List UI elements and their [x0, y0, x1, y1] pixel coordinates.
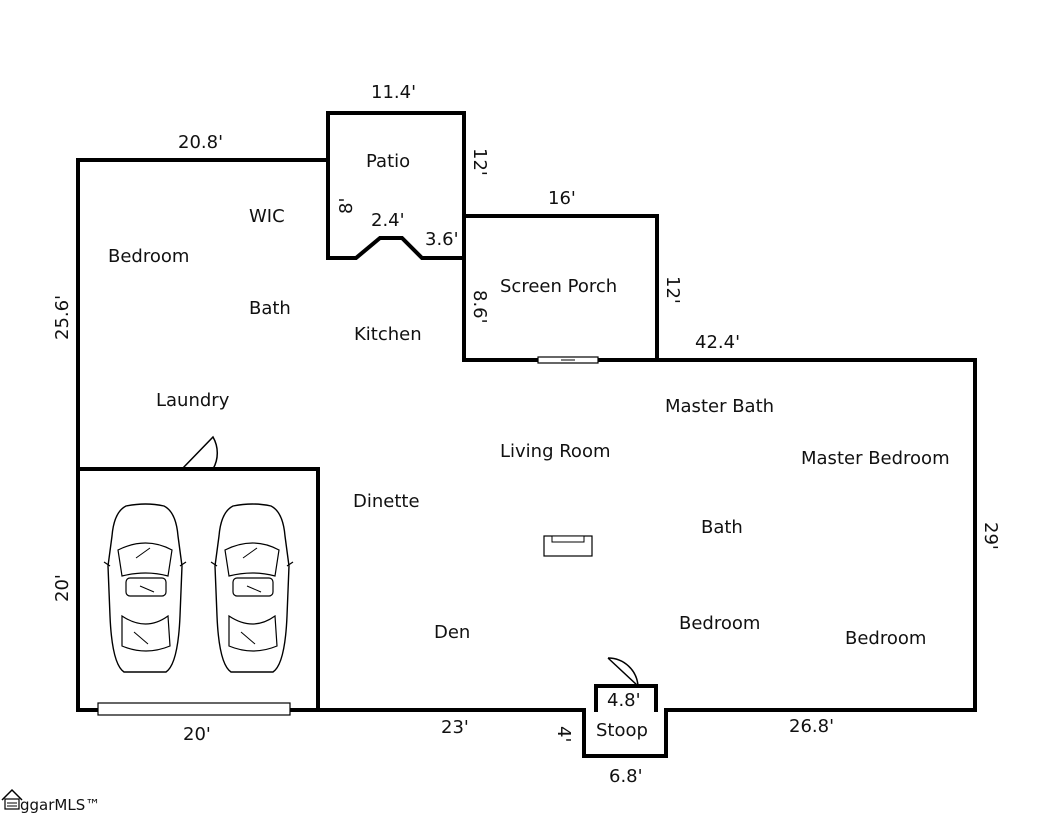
dimension-label: 29'	[980, 522, 1001, 550]
room-label-den: Den	[434, 622, 470, 643]
room-label-screen-porch: Screen Porch	[500, 276, 617, 297]
room-label-patio: Patio	[366, 151, 410, 172]
room-label-living-room: Living Room	[500, 441, 611, 462]
car-icon	[103, 503, 187, 673]
dimension-label: 23'	[441, 717, 469, 738]
laundry-door-swing	[181, 435, 219, 470]
room-label-bedroom: Bedroom	[108, 246, 189, 267]
room-label-master-bedroom: Master Bedroom	[801, 448, 950, 469]
dimension-label: 25.6'	[52, 295, 73, 340]
room-label-bedroom: Bedroom	[845, 628, 926, 649]
dimension-label: 6.8'	[609, 766, 643, 787]
dimension-label: 8'	[336, 198, 357, 214]
dimension-label: 3.6'	[425, 229, 459, 250]
dimension-label: 12'	[469, 148, 490, 176]
room-label-bath: Bath	[701, 517, 743, 538]
dimension-label: 12'	[662, 276, 683, 304]
dimension-label: 4.8'	[607, 690, 641, 711]
dimension-label: 20'	[183, 724, 211, 745]
room-label-wic: WIC	[249, 206, 285, 227]
room-label-bath: Bath	[249, 298, 291, 319]
room-label-laundry: Laundry	[156, 390, 230, 411]
dimension-label: 11.4'	[371, 82, 416, 103]
exterior-walls	[76, 111, 977, 758]
garage-door	[97, 702, 291, 716]
dimension-label: 16'	[548, 188, 576, 209]
front-door-swing	[607, 657, 639, 687]
dimension-label: 42.4'	[695, 332, 740, 353]
room-label-kitchen: Kitchen	[354, 324, 422, 345]
room-label-master-bath: Master Bath	[665, 396, 774, 417]
fireplace-icon	[543, 535, 593, 557]
house-icon	[1, 788, 23, 810]
dimension-label: 20'	[52, 574, 73, 602]
dimension-label: 2.4'	[371, 210, 405, 231]
room-label-bedroom: Bedroom	[679, 613, 760, 634]
room-label-stoop: Stoop	[596, 720, 648, 741]
dimension-label: 26.8'	[789, 716, 834, 737]
mls-logo: ggarMLS™	[1, 788, 100, 814]
car-icon	[210, 503, 294, 673]
room-label-dinette: Dinette	[353, 491, 420, 512]
logo-text: ggarMLS™	[20, 796, 100, 814]
dimension-label: 8.6'	[469, 290, 490, 324]
dimension-label: 20.8'	[178, 132, 223, 153]
dimension-label: 4'	[553, 726, 574, 742]
